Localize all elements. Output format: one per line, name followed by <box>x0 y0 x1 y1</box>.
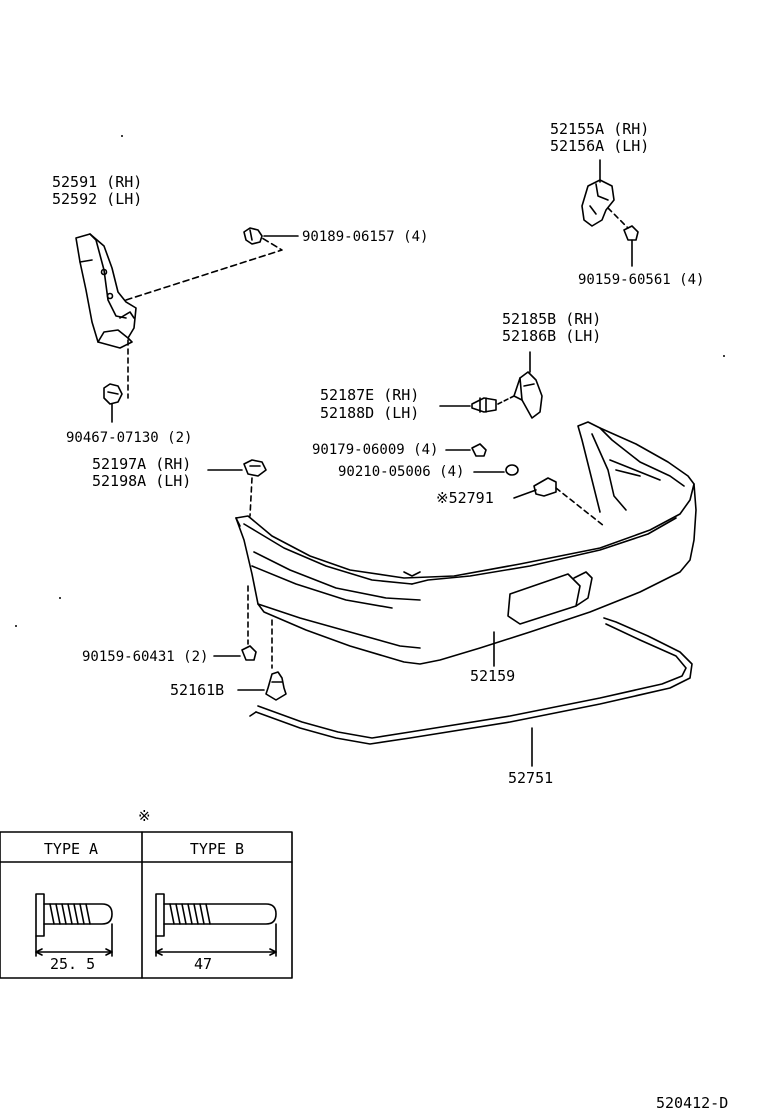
label-clip-side-lh: 52198A (LH) <box>92 472 192 490</box>
leader-line <box>513 489 537 499</box>
clip-bottom-icon <box>265 671 287 701</box>
type-a-header: TYPE A <box>43 840 99 858</box>
label-clip-bottom: 52161B <box>170 681 225 699</box>
label-bolt-mid-lh: 52188D (LH) <box>320 404 420 422</box>
bumper-cover-drawing <box>235 421 697 665</box>
type-b-screw-icon <box>155 893 277 957</box>
label-retainer-rh: 52185B (RH) <box>502 310 602 328</box>
label-washer: 90210-05006 (4) <box>338 464 465 480</box>
molding-drawing <box>249 617 693 745</box>
label-clip-lower: 90467-07130 (2) <box>66 430 193 446</box>
label-bolt-upper: 90189-06157 (4) <box>302 229 429 245</box>
label-bolt-right: 90159-60561 (4) <box>578 272 705 288</box>
nut-icon <box>471 443 487 457</box>
label-retainer-lh: 52186B (LH) <box>502 327 602 345</box>
label-molding: 52751 <box>508 769 554 787</box>
leader-dashed <box>555 487 605 527</box>
type-table <box>0 831 293 979</box>
leader-dashed <box>607 207 629 229</box>
bolt-mid-icon <box>471 397 497 413</box>
type-b-dimension: 47 <box>194 955 213 973</box>
label-bracket-main-rh: 52591 (RH) <box>52 173 143 191</box>
type-a-dimension: 25. 5 <box>50 955 96 973</box>
label-bolt-lower: 90159-60431 (2) <box>82 649 209 665</box>
label-bolt-mid-rh: 52187E (RH) <box>320 386 420 404</box>
bolt-upper-icon <box>243 227 263 245</box>
screw-special-icon <box>533 477 557 497</box>
bolt-lower-icon <box>241 645 257 661</box>
label-bracket-main-lh: 52592 (LH) <box>52 190 143 208</box>
type-a-screw-icon <box>35 893 113 957</box>
label-screw-special: ※52791 <box>436 489 494 507</box>
label-bumper-cover: 52159 <box>470 667 516 685</box>
label-nut: 90179-06009 (4) <box>312 442 439 458</box>
leader-dashed <box>497 395 515 405</box>
side-bracket-drawing <box>75 233 137 349</box>
specks <box>15 135 725 627</box>
clip-side-icon <box>243 459 267 477</box>
leader-dashed <box>125 237 283 301</box>
leader-dashed <box>249 477 253 517</box>
right-bracket-drawing <box>581 179 615 227</box>
bolt-right-icon <box>623 225 639 241</box>
clip-lower-icon <box>103 383 123 405</box>
label-bracket-right-rh: 52155A (RH) <box>550 120 650 138</box>
label-clip-side-rh: 52197A (RH) <box>92 455 192 473</box>
retainer-drawing <box>513 371 543 419</box>
washer-icon <box>505 464 519 476</box>
label-bracket-right-lh: 52156A (LH) <box>550 137 650 155</box>
type-table-mark: ※ <box>138 807 151 825</box>
type-b-header: TYPE B <box>189 840 245 858</box>
diagram-code: 520412-D <box>656 1094 729 1112</box>
